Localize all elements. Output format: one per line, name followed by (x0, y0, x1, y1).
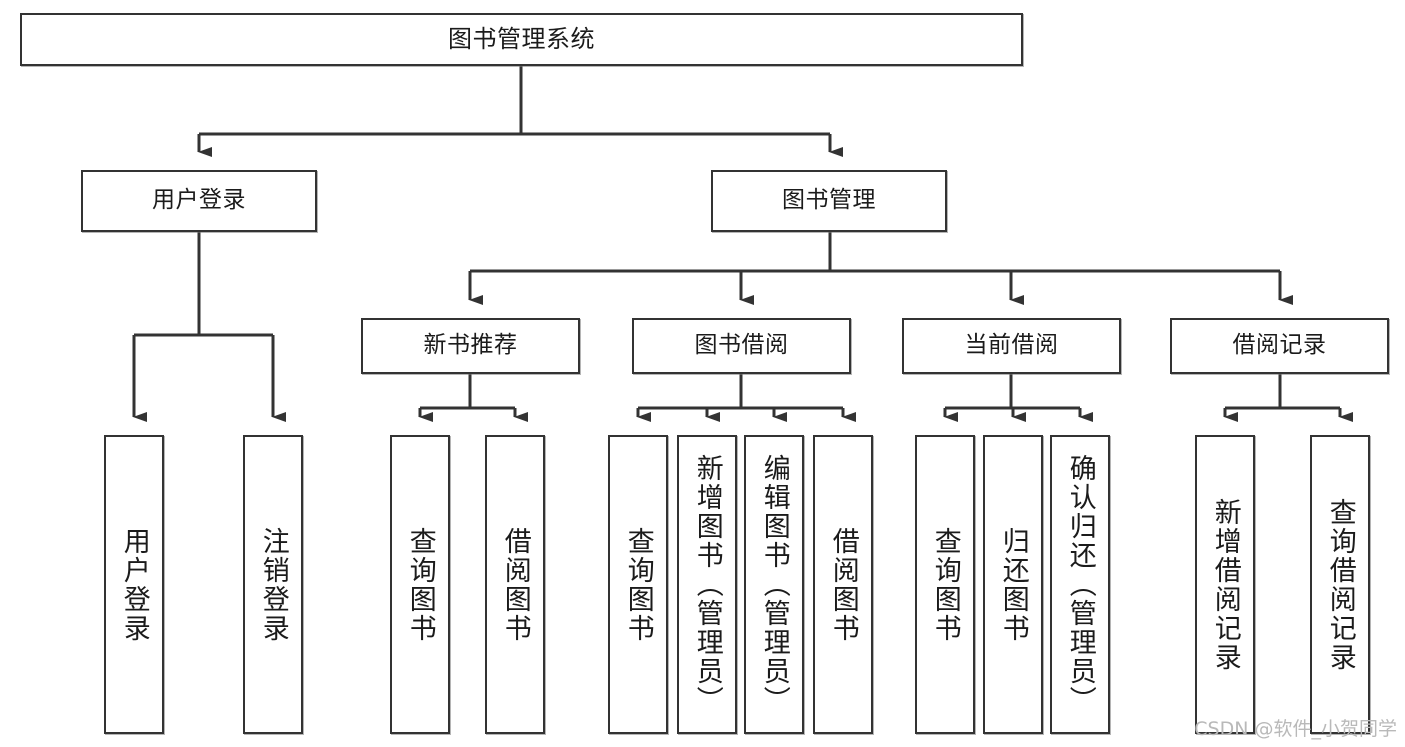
node-leaf-add-borrow-record-label: 新增借阅记录 (1209, 497, 1241, 672)
node-leaf-edit-book[interactable]: 编辑图书（管理员） (744, 435, 804, 734)
node-leaf-user-login[interactable]: 用户登录 (104, 435, 164, 734)
node-leaf-add-borrow-record[interactable]: 新增借阅记录 (1195, 435, 1255, 734)
node-book-management-label: 图书管理 (782, 187, 876, 214)
node-book-management[interactable]: 图书管理 (711, 170, 947, 232)
node-leaf-add-book-label: 新增图书（管理员） (691, 454, 723, 715)
node-new-book-recommend[interactable]: 新书推荐 (361, 318, 580, 374)
node-leaf-borrow-book-recommend-label: 借阅图书 (499, 526, 531, 643)
node-leaf-query-borrow-record[interactable]: 查询借阅记录 (1310, 435, 1370, 734)
node-leaf-query-book-borrow[interactable]: 查询图书 (608, 435, 668, 734)
node-current-borrow[interactable]: 当前借阅 (902, 318, 1121, 374)
node-leaf-query-book-recommend-label: 查询图书 (404, 526, 436, 643)
node-root-label: 图书管理系统 (448, 25, 595, 54)
node-leaf-query-book-borrow-label: 查询图书 (622, 526, 654, 643)
node-leaf-query-book-current-label: 查询图书 (929, 526, 961, 643)
node-leaf-logout-label: 注销登录 (257, 526, 289, 643)
node-new-book-recommend-label: 新书推荐 (423, 332, 518, 359)
node-root[interactable]: 图书管理系统 (20, 13, 1023, 66)
csdn-watermark: CSDN @软件_小贺同学 (1194, 718, 1397, 740)
node-leaf-borrow-book-recommend[interactable]: 借阅图书 (485, 435, 545, 734)
node-leaf-logout[interactable]: 注销登录 (243, 435, 303, 734)
node-leaf-confirm-return-label: 确认归还（管理员） (1064, 454, 1096, 715)
node-leaf-add-book[interactable]: 新增图书（管理员） (677, 435, 737, 734)
node-leaf-query-book-recommend[interactable]: 查询图书 (390, 435, 450, 734)
node-borrow-record-label: 借阅记录 (1232, 332, 1327, 359)
node-leaf-confirm-return[interactable]: 确认归还（管理员） (1050, 435, 1110, 734)
node-leaf-borrow-book-label: 借阅图书 (827, 526, 859, 643)
node-leaf-borrow-book[interactable]: 借阅图书 (813, 435, 873, 734)
node-leaf-return-book[interactable]: 归还图书 (983, 435, 1043, 734)
node-user-login-label: 用户登录 (152, 187, 246, 214)
node-leaf-user-login-label: 用户登录 (118, 526, 150, 643)
node-book-borrow[interactable]: 图书借阅 (632, 318, 851, 374)
node-book-borrow-label: 图书借阅 (694, 332, 789, 359)
node-leaf-edit-book-label: 编辑图书（管理员） (758, 454, 790, 715)
node-leaf-query-borrow-record-label: 查询借阅记录 (1324, 497, 1356, 672)
node-borrow-record[interactable]: 借阅记录 (1170, 318, 1389, 374)
node-user-login[interactable]: 用户登录 (81, 170, 317, 232)
node-leaf-return-book-label: 归还图书 (997, 526, 1029, 643)
node-current-borrow-label: 当前借阅 (964, 332, 1059, 359)
node-leaf-query-book-current[interactable]: 查询图书 (915, 435, 975, 734)
